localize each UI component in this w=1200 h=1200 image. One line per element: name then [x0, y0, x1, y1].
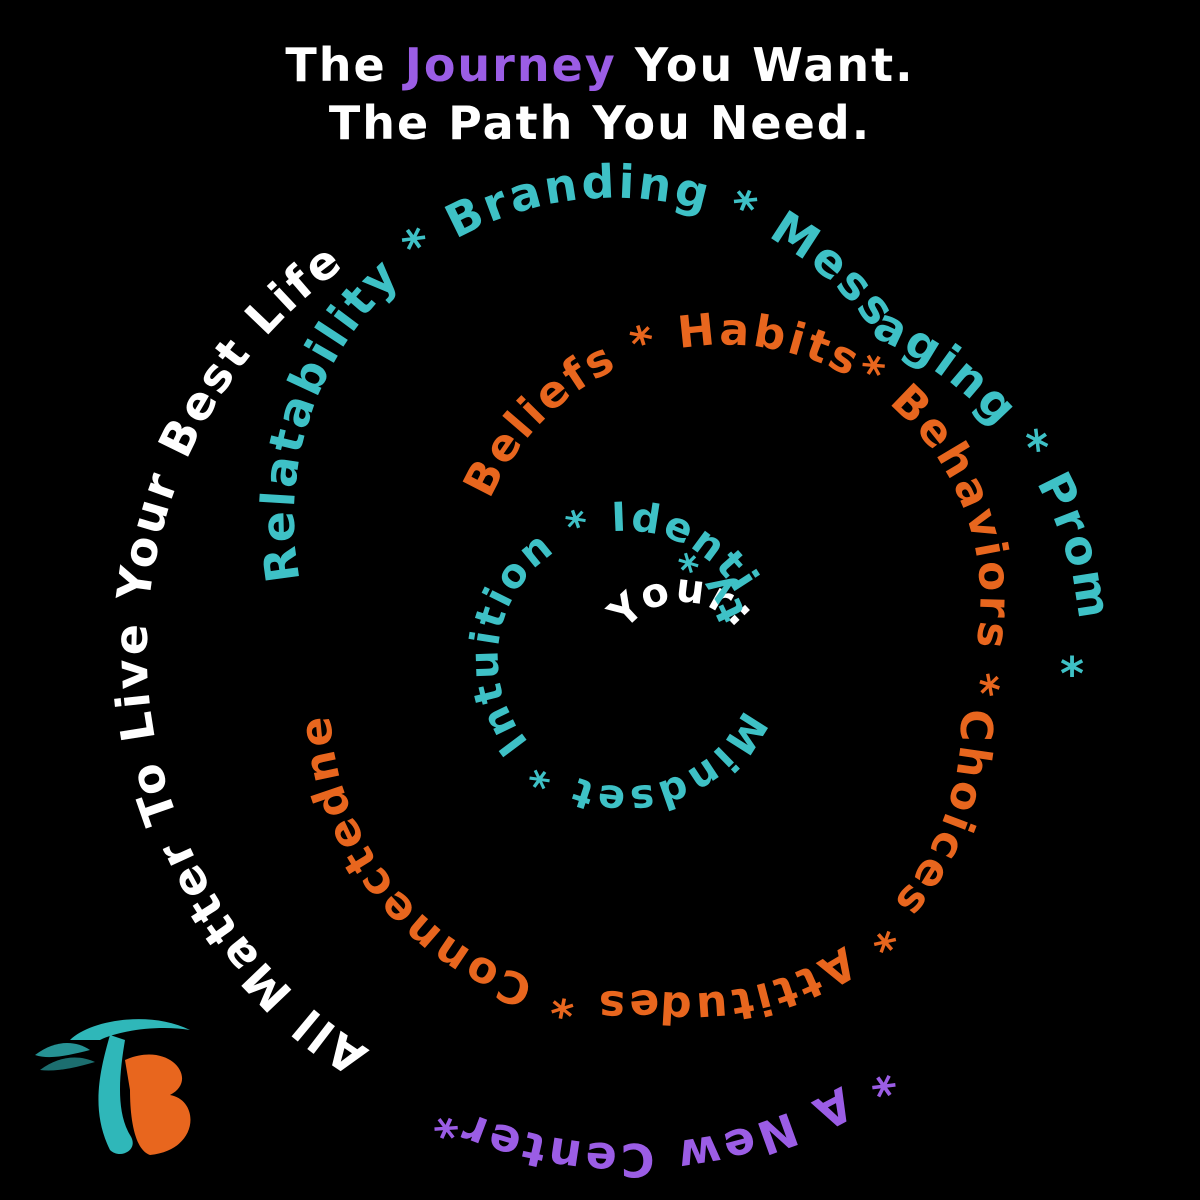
- headline-line-1: The Journey You Want.: [0, 38, 1200, 92]
- spiral-ring-4-purple: * A New Center*: [424, 1051, 905, 1187]
- headline-word-the: The: [285, 38, 387, 92]
- headline-highlight-journey: Journey: [404, 38, 617, 92]
- feather-monogram-icon: [35, 1019, 191, 1155]
- spiral-ring-3-star: *: [1060, 647, 1087, 701]
- headline-rest: You Want.: [634, 38, 915, 92]
- headline-line-2: The Path You Need.: [328, 96, 872, 150]
- spiral-ring-1: Mindset * Intuition * Identity *: [461, 494, 775, 823]
